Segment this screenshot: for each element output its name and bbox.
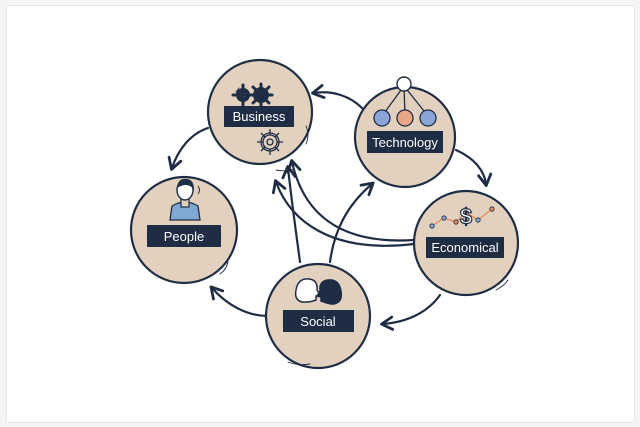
- technology-label-box: [367, 131, 443, 153]
- arrow-business-to-people: [167, 126, 210, 171]
- arrow-economical-to-social: [380, 293, 442, 331]
- arrow-social-to-technology: [328, 181, 375, 264]
- node-social: Social: [264, 262, 372, 370]
- gears-icon: [231, 82, 283, 155]
- node-business: Business: [206, 58, 314, 166]
- arrow-economical-to-business: [286, 159, 416, 242]
- two-heads-icon: [294, 278, 343, 305]
- arrow-social-to-business: [281, 165, 302, 264]
- arrow-social-to-people: [209, 285, 270, 318]
- economical-label: Economical: [431, 240, 498, 255]
- people-label-box: [147, 225, 221, 247]
- social-label-box: [283, 310, 354, 332]
- economical-label-box: [426, 237, 504, 258]
- person-icon: [169, 178, 201, 221]
- technology-label: Technology: [372, 135, 438, 150]
- node-technology: Technology: [353, 76, 457, 189]
- node-people: People: [129, 175, 239, 285]
- network-nodes-icon: [373, 76, 437, 127]
- people-label: People: [164, 229, 204, 244]
- business-label: Business: [233, 109, 286, 124]
- arrow-economical-to-business-2: [272, 179, 416, 247]
- sketch-accents: [219, 87, 509, 366]
- social-label: Social: [300, 314, 336, 329]
- arrows: [167, 84, 493, 331]
- dollar-chart-icon: $: [429, 203, 495, 230]
- business-label-box: [224, 106, 294, 127]
- arrow-technology-to-business: [311, 84, 364, 110]
- svg-text:$: $: [460, 204, 472, 229]
- arrow-technology-to-economical: [454, 148, 493, 187]
- node-economical: $ Economical: [412, 189, 520, 297]
